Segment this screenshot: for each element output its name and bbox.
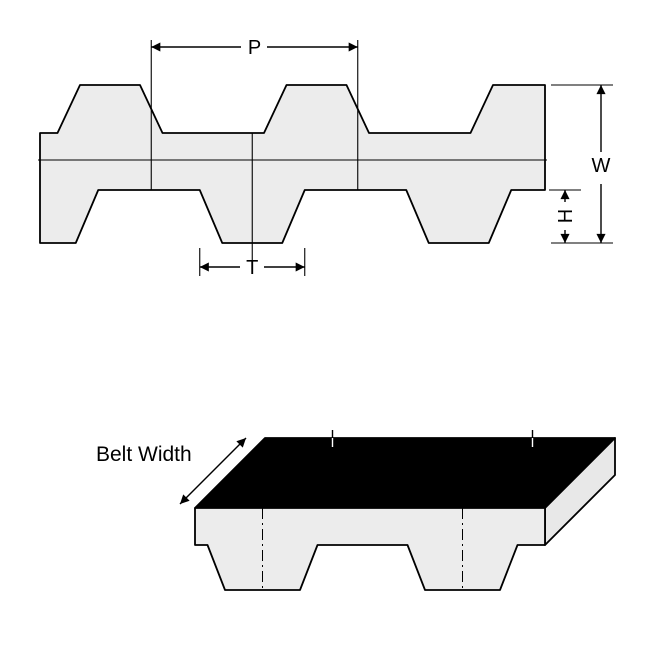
dimension-height: H bbox=[549, 189, 581, 243]
width-label: W bbox=[592, 155, 611, 177]
height-label: H bbox=[555, 209, 577, 223]
belt-cross-section-profile bbox=[39, 84, 546, 244]
isometric-view: Belt Width bbox=[96, 430, 616, 591]
dimension-belt-width: Belt Width bbox=[96, 437, 247, 505]
dimension-tooth: T bbox=[199, 248, 306, 279]
belt-width-label: Belt Width bbox=[96, 443, 192, 466]
belt-front-face bbox=[194, 507, 546, 591]
cross-section-view: P W H T bbox=[38, 37, 613, 279]
dimension-pitch: P bbox=[151, 37, 358, 59]
dimension-width: W bbox=[551, 84, 613, 244]
tooth-label: T bbox=[246, 257, 258, 279]
pitch-label: P bbox=[248, 37, 261, 59]
belt-width-arrow bbox=[179, 437, 247, 505]
belt-top-face bbox=[194, 437, 616, 509]
